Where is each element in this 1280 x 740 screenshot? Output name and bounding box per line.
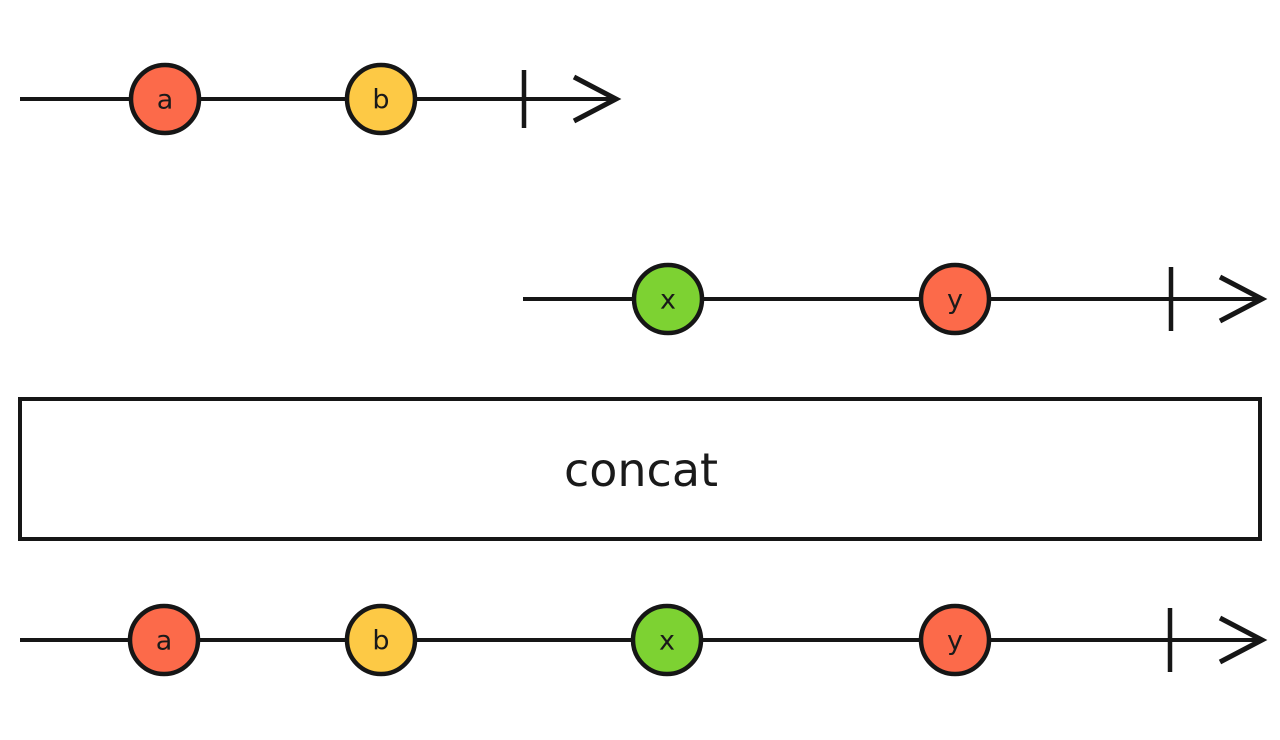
operator-box[interactable] — [18, 397, 1262, 541]
marble-circle[interactable] — [127, 603, 201, 677]
marble-y[interactable]: y — [918, 603, 992, 677]
marble-b[interactable]: b — [344, 62, 418, 136]
marble-a[interactable]: a — [127, 603, 201, 677]
marble-label: x — [660, 285, 676, 316]
marble-label: b — [372, 626, 389, 657]
marble-circle[interactable] — [128, 62, 202, 136]
marble-label: a — [157, 85, 174, 116]
marble-circle[interactable] — [344, 62, 418, 136]
arrow-head-icon — [572, 74, 622, 124]
marble-y[interactable]: y — [918, 262, 992, 336]
arrow-head-icon — [1218, 615, 1268, 665]
marble-circle[interactable] — [631, 262, 705, 336]
marble-circle[interactable] — [630, 603, 704, 677]
marble-circle[interactable] — [918, 603, 992, 677]
marble-circle[interactable] — [344, 603, 418, 677]
operator-box-label: concat — [564, 443, 718, 497]
marble-label: y — [947, 285, 963, 316]
marble-label: x — [659, 626, 675, 657]
marble-x[interactable]: x — [631, 262, 705, 336]
marble-label: y — [947, 626, 963, 657]
marble-circle[interactable] — [918, 262, 992, 336]
marble-label: b — [372, 85, 389, 116]
marble-x[interactable]: x — [630, 603, 704, 677]
marble-b[interactable]: b — [344, 603, 418, 677]
marble-a[interactable]: a — [128, 62, 202, 136]
marble-label: a — [156, 626, 173, 657]
arrow-head-icon — [1218, 274, 1268, 324]
operator-box-group: concat — [18, 397, 1262, 541]
